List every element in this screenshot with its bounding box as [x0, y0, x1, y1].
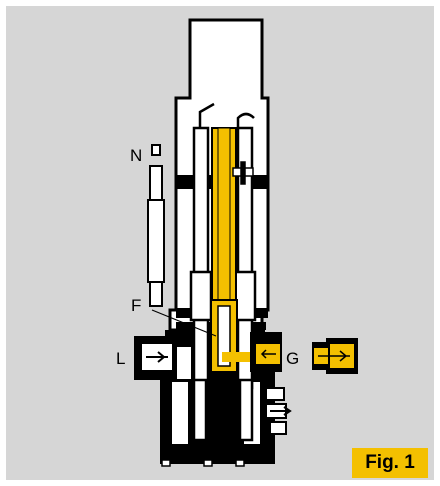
figure-badge: Fig. 1 — [352, 448, 428, 478]
port-g — [250, 332, 282, 372]
bottom-feet — [161, 459, 245, 467]
label-n: N — [130, 146, 142, 165]
leader-line-f — [151, 309, 217, 337]
label-f-bg — [128, 294, 146, 314]
label-l: L — [116, 349, 125, 368]
right-guide-rod — [233, 112, 257, 442]
external-rod-n — [147, 144, 165, 307]
label-g: G — [286, 349, 299, 368]
separate-fitting — [312, 338, 358, 374]
inner-connector — [222, 352, 262, 362]
label-f: F — [131, 296, 141, 315]
left-guide-rod — [189, 102, 215, 442]
port-l — [134, 336, 193, 381]
label-n-bg — [128, 144, 146, 164]
side-fittings — [265, 387, 292, 435]
rod-clamp — [232, 161, 254, 185]
